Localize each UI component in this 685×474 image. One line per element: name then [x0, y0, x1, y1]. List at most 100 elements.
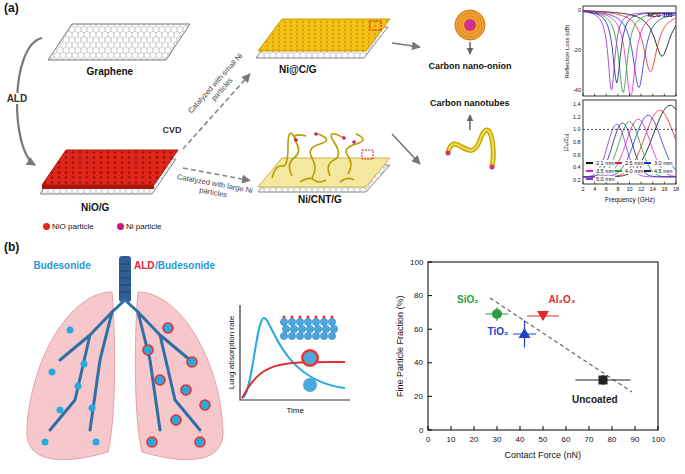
text-label: 40	[414, 358, 423, 367]
edge-label: Catalyzed with small Ni particles	[186, 51, 252, 122]
legend-text: 5.0 mm	[595, 176, 615, 182]
particle	[296, 318, 303, 325]
illustration-part	[258, 19, 390, 51]
illustration-part	[147, 437, 157, 447]
legend-line	[586, 170, 593, 172]
illustration-part	[93, 439, 100, 446]
node-label: NiO/G	[81, 202, 109, 214]
illustration-part	[486, 307, 509, 320]
illustration-part	[258, 19, 390, 51]
text-label: 20	[470, 435, 479, 444]
illustration-part	[42, 327, 100, 446]
scatter-chart	[428, 262, 658, 430]
tick	[583, 182, 584, 185]
text-label: ALD	[134, 260, 155, 272]
illustration-part	[195, 437, 205, 447]
text-label: 0.6	[573, 152, 581, 158]
text-label: -40	[573, 87, 581, 93]
node-label: Carbon nano-onion	[429, 61, 512, 71]
illustration-part	[155, 375, 165, 385]
text-label: 1.0	[573, 126, 581, 132]
impedance-curve	[583, 124, 676, 177]
illustration-part	[304, 352, 317, 365]
sheet-node: Ni/CNT/G	[250, 128, 392, 208]
legend-line	[615, 170, 622, 172]
text-label: 10	[627, 186, 633, 192]
plot-frame	[583, 100, 676, 184]
illustration-part	[67, 327, 74, 334]
illustration-part	[50, 300, 125, 430]
impedance-curve	[583, 105, 676, 177]
loss-curve	[583, 11, 676, 95]
legend-text: 3.0 mm	[653, 160, 673, 166]
illustration-part	[181, 385, 191, 395]
legend-line	[615, 162, 622, 164]
particle	[296, 332, 303, 339]
illustration-part	[119, 256, 131, 302]
illustration-part	[119, 264, 131, 265]
particle	[322, 325, 329, 332]
tick	[583, 94, 584, 97]
text-label: 20	[414, 392, 423, 401]
text-label: (a)	[4, 2, 19, 16]
text-label: 4	[593, 186, 596, 192]
illustration-part	[300, 178, 326, 182]
text-label: 0	[426, 435, 430, 444]
illustration-part	[119, 264, 131, 292]
legend-line	[586, 178, 593, 180]
illustration-part	[328, 134, 344, 176]
text-label: 40	[516, 435, 525, 444]
particle	[328, 332, 335, 339]
tick	[428, 262, 432, 263]
illustration-part	[492, 309, 502, 319]
tick	[652, 182, 653, 185]
impedance-curve	[583, 119, 676, 177]
illustration-part	[89, 405, 96, 412]
illustration-part	[314, 132, 318, 136]
illustration-part	[258, 158, 390, 187]
node-label: Graphene	[87, 66, 134, 78]
legend-line	[644, 170, 651, 172]
nano-onion	[455, 10, 485, 54]
illustration-part	[519, 328, 531, 338]
node-label: Ni@C/G	[279, 64, 317, 76]
nio-sheet	[40, 150, 178, 194]
illustration-part	[469, 115, 471, 130]
tick	[612, 426, 613, 430]
illustration-part	[370, 21, 381, 30]
node-label: Carbon nanotubes	[430, 98, 510, 108]
illustration-part	[200, 400, 210, 410]
sheet-node: Carbon nano-onion	[420, 6, 520, 80]
text-label: 90	[631, 435, 640, 444]
text-label: (b)	[4, 241, 19, 255]
plot-frame	[583, 6, 676, 96]
illustration-part	[527, 312, 559, 320]
illustration-part	[310, 134, 326, 178]
particle	[312, 318, 319, 325]
tick	[520, 426, 521, 430]
illustration-part	[448, 130, 493, 166]
text-label: -20	[573, 47, 581, 53]
illustration-part	[294, 138, 298, 142]
coating-dot	[314, 315, 317, 318]
legend-text: NiO particle	[52, 222, 94, 231]
illustration-part	[280, 315, 337, 339]
sheet-node: Carbon nanotubes	[420, 95, 520, 170]
text-label: 30	[493, 435, 502, 444]
illustration-part	[163, 323, 173, 333]
legend-text: 3.5 mm	[595, 168, 615, 174]
sheet-node: Ni@C/G	[250, 14, 392, 80]
loss-curve	[583, 11, 676, 87]
illustration-part	[42, 439, 49, 446]
illustration-part	[48, 24, 190, 60]
illustration-part	[303, 378, 317, 392]
text-label: CVD	[163, 125, 182, 135]
illustration-part	[464, 19, 476, 31]
legend-line	[644, 162, 651, 164]
impedance-curve	[583, 110, 676, 177]
nic-sheet	[256, 19, 390, 58]
illustration-part	[119, 292, 131, 293]
nanotube	[446, 115, 495, 170]
particle	[304, 332, 311, 339]
